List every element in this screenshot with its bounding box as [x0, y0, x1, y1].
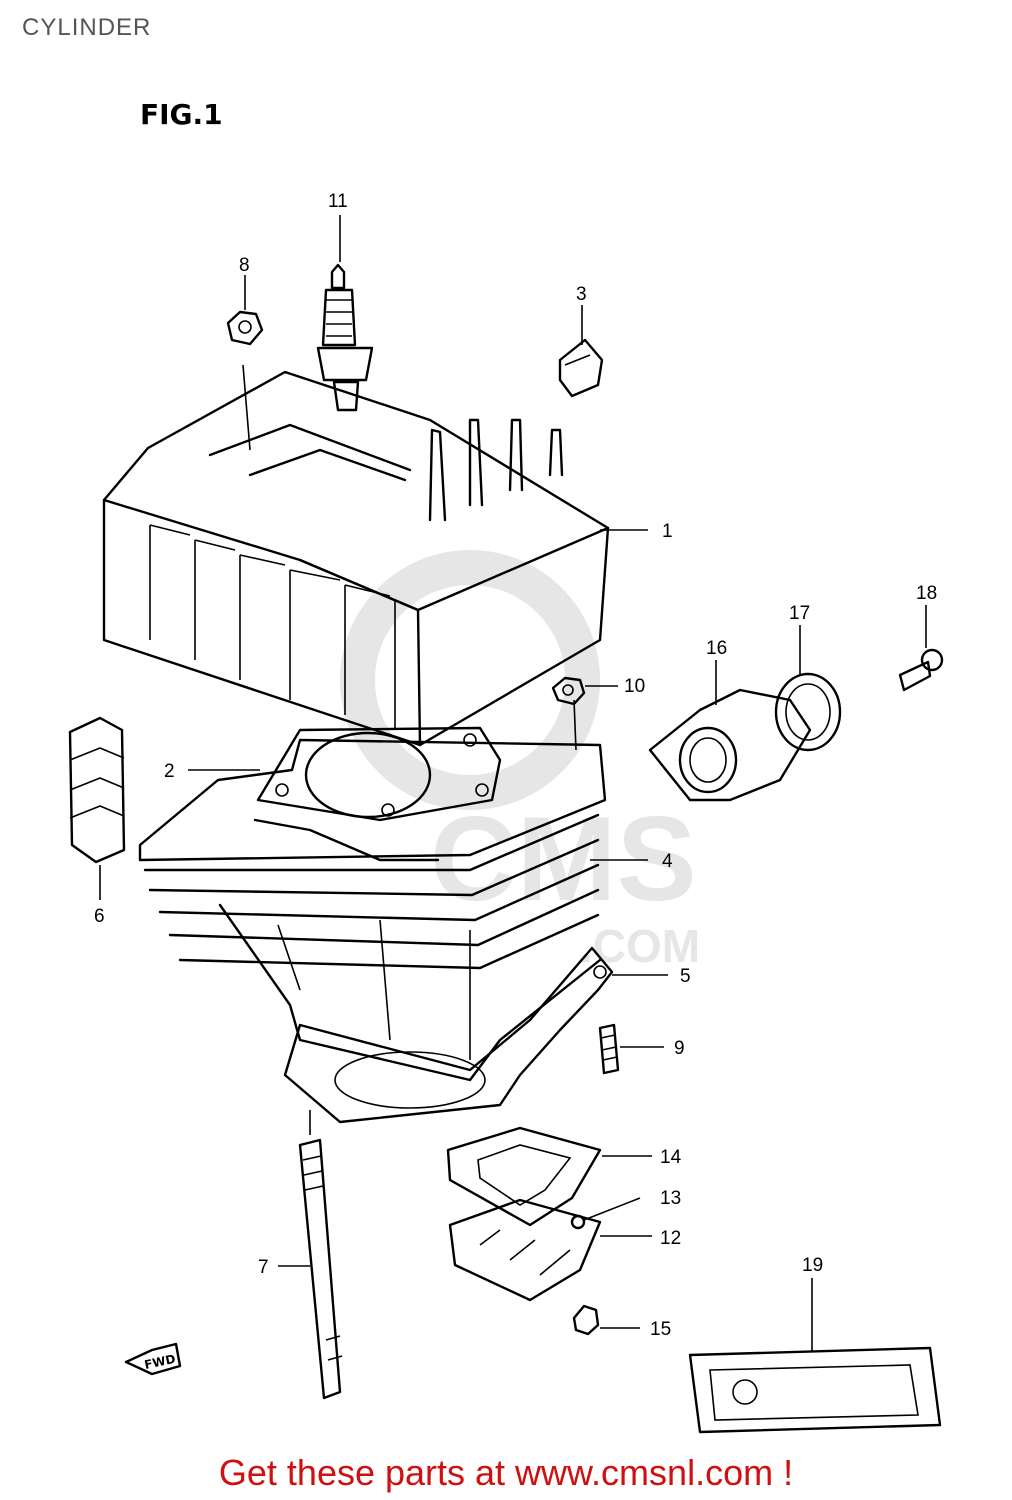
fwd-label: FWD — [143, 1352, 177, 1372]
cap-part-3 — [558, 338, 604, 398]
fwd-direction-arrow: FWD — [124, 1342, 182, 1376]
head-gasket — [256, 726, 502, 822]
callout-8: 8 — [239, 255, 250, 276]
gasket-set-package — [688, 1346, 942, 1434]
page-title: CYLINDER — [22, 14, 152, 41]
callout-3: 3 — [576, 284, 587, 305]
damper-rubber-stack — [68, 716, 126, 864]
callout-10: 10 — [624, 676, 645, 697]
leader-lines — [99, 215, 927, 1352]
callout-4: 4 — [662, 851, 673, 872]
footer-link[interactable]: Get these parts at www.cmsnl.com ! — [218, 1452, 794, 1493]
callout-2: 2 — [164, 761, 175, 782]
callout-13: 13 — [660, 1188, 681, 1209]
screw-part-15 — [572, 1304, 600, 1336]
callout-14: 14 — [660, 1147, 682, 1168]
callout-11: 11 — [328, 191, 348, 212]
nut-part-10 — [551, 676, 586, 706]
callout-1: 1 — [662, 521, 673, 542]
callout-17: 17 — [789, 603, 810, 624]
callout-7: 7 — [258, 1257, 269, 1278]
callout-12: 12 — [660, 1228, 681, 1249]
callout-16: 16 — [706, 638, 727, 659]
intake-pipe — [648, 688, 812, 802]
callout-6: 6 — [94, 906, 105, 927]
nut-part-8 — [226, 310, 264, 346]
callout-numbers: 1 2 3 4 5 6 7 8 9 10 11 12 13 14 15 16 1… — [94, 191, 937, 1340]
watermark-logo: CMS — [430, 792, 697, 926]
callout-18: 18 — [916, 583, 937, 604]
figure-label: FIG.1 — [140, 98, 223, 131]
callout-9: 9 — [674, 1038, 685, 1059]
short-stud — [598, 1023, 620, 1075]
spark-plug — [316, 263, 374, 412]
callout-5: 5 — [680, 966, 691, 987]
base-gasket — [283, 946, 614, 1124]
hose-clamp — [774, 672, 842, 752]
long-stud-bolt — [298, 1138, 343, 1400]
reed-gasket — [446, 1126, 602, 1227]
callout-19: 19 — [802, 1255, 823, 1276]
cms-watermark: CMS .COM — [340, 550, 700, 972]
cylinder-block — [138, 738, 607, 1082]
screw-part-13 — [570, 1214, 586, 1230]
cylinder-head — [102, 370, 610, 747]
callout-15: 15 — [650, 1319, 671, 1340]
bolt-part-18 — [898, 648, 944, 692]
reed-valve — [448, 1198, 602, 1302]
watermark-domain: .COM — [580, 920, 700, 972]
